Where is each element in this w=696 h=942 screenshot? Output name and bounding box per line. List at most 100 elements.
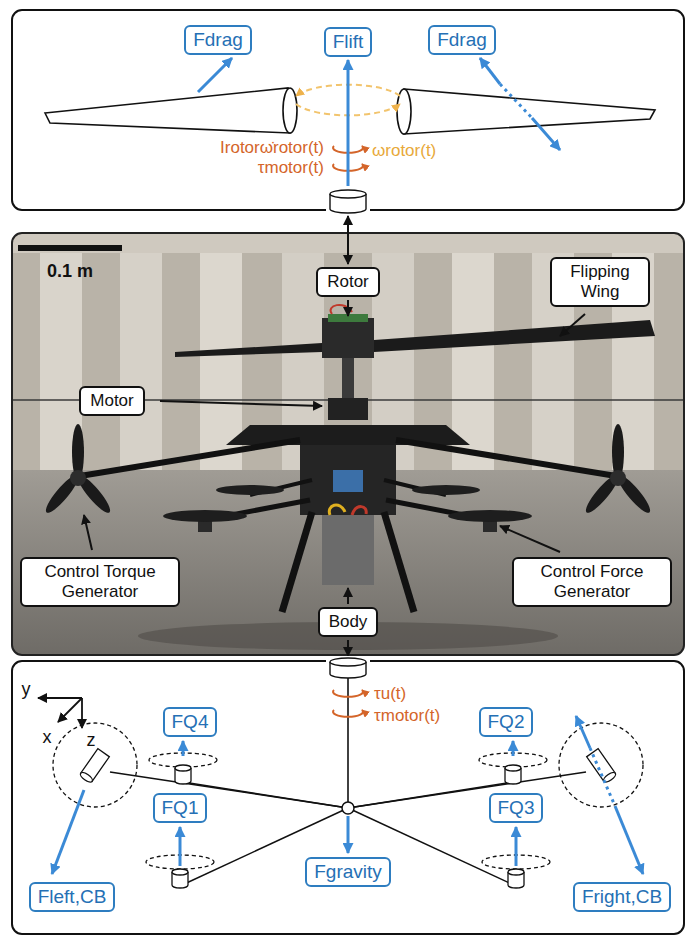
right-wing bbox=[404, 89, 655, 134]
rotor-panel bbox=[12, 10, 684, 210]
part-label: Motor bbox=[79, 386, 144, 416]
flipping-wing bbox=[175, 343, 322, 357]
node-text: Rotor bbox=[327, 272, 369, 292]
axis-arrow bbox=[38, 697, 82, 699]
node-text: Body bbox=[329, 612, 368, 632]
shaft-cylinder-top bbox=[330, 658, 366, 666]
flipping-wing bbox=[374, 320, 655, 352]
torque-motor bbox=[587, 749, 617, 784]
node-text: Fright,CB bbox=[582, 885, 662, 909]
node-text: Control Torque Generator bbox=[31, 562, 169, 603]
part-label: Body bbox=[318, 607, 379, 637]
force-label: Fdrag bbox=[428, 25, 496, 55]
frame-strut bbox=[110, 772, 348, 808]
drag-arrow bbox=[532, 118, 560, 150]
part-label: Control Force Generator bbox=[512, 557, 672, 608]
column bbox=[120, 253, 162, 473]
lift-arrow bbox=[347, 60, 350, 186]
motor-top bbox=[172, 869, 188, 875]
motor bbox=[328, 398, 368, 420]
node-text: FQ1 bbox=[162, 796, 199, 820]
motor-top bbox=[79, 771, 94, 784]
part-label: Control Torque Generator bbox=[20, 557, 180, 608]
thrust-arrow-hidden bbox=[590, 748, 615, 806]
shaft-cylinder-top bbox=[330, 190, 366, 198]
pointer-arrow bbox=[560, 314, 585, 336]
motor-top bbox=[505, 765, 521, 771]
hub bbox=[342, 802, 354, 814]
link-arrow bbox=[347, 216, 349, 264]
pointer-arrow bbox=[84, 515, 92, 550]
node-text: Motor bbox=[90, 391, 133, 411]
torque-label: τmotor(t) bbox=[374, 706, 440, 726]
arm bbox=[80, 440, 300, 476]
frame-strut bbox=[348, 772, 586, 808]
pointer-arrow bbox=[347, 300, 349, 316]
arm bbox=[396, 440, 616, 476]
torque-label: τmotor(t) bbox=[258, 158, 324, 178]
pointer-arrow bbox=[160, 401, 322, 406]
prop-disc bbox=[559, 723, 643, 807]
wire bbox=[329, 505, 345, 515]
thrust-arrow bbox=[182, 741, 185, 756]
wing-root bbox=[283, 88, 297, 133]
force-label: FQ1 bbox=[153, 793, 208, 823]
axis-label: y bbox=[22, 679, 31, 701]
torque-label: τu(t) bbox=[374, 684, 406, 704]
thrust-arrow bbox=[52, 790, 84, 874]
leg bbox=[282, 512, 312, 612]
gravity-arrow bbox=[347, 816, 350, 853]
node-text: Flipping Wing bbox=[561, 262, 639, 303]
force-label: FQ3 bbox=[489, 793, 544, 823]
motor-top bbox=[175, 765, 191, 771]
propeller bbox=[448, 510, 532, 522]
node-text: Fdrag bbox=[193, 28, 243, 52]
thrust-arrow bbox=[576, 716, 590, 748]
part-label: Rotor bbox=[316, 267, 380, 297]
node-text: FQ3 bbox=[498, 796, 535, 820]
thrust-arrow bbox=[179, 827, 182, 866]
torque-motor bbox=[79, 749, 109, 784]
axis-arrow bbox=[58, 698, 82, 722]
photo-ground bbox=[12, 233, 684, 655]
force-label: FQ4 bbox=[163, 707, 218, 737]
node-text: Fgravity bbox=[314, 860, 382, 884]
leg bbox=[384, 512, 414, 612]
sticker bbox=[333, 470, 363, 492]
force-label: Fdrag bbox=[184, 25, 252, 55]
photo-frame bbox=[12, 233, 684, 655]
drag-arrow-hidden bbox=[500, 84, 532, 118]
motor-hub bbox=[70, 470, 86, 486]
force-label: Fleft,CB bbox=[29, 882, 116, 912]
propeller bbox=[163, 510, 247, 522]
node-text: FQ4 bbox=[172, 710, 209, 734]
node-text: Fdrag bbox=[437, 28, 487, 52]
border-gap bbox=[326, 190, 370, 214]
wire bbox=[352, 507, 366, 515]
motor-hub bbox=[610, 470, 626, 486]
pointer-arrow bbox=[347, 588, 349, 604]
prop-disc bbox=[53, 723, 137, 807]
scale-label: 0.1 m bbox=[47, 261, 93, 283]
photo bbox=[12, 233, 684, 655]
motor-top bbox=[508, 869, 524, 875]
node-text: Fleft,CB bbox=[38, 885, 107, 909]
pointer-arrow bbox=[500, 526, 560, 552]
node-text: Flift bbox=[333, 30, 364, 54]
torque-spiral bbox=[333, 690, 363, 697]
battery bbox=[322, 515, 374, 585]
force-label: FQ2 bbox=[479, 707, 534, 737]
body-frame bbox=[300, 445, 396, 515]
force-label: Fgravity bbox=[305, 857, 391, 887]
left-wing bbox=[45, 88, 290, 133]
speed-label: ωrotor(t) bbox=[372, 141, 436, 161]
force-label: Flift bbox=[324, 27, 373, 57]
force-label: Fright,CB bbox=[573, 882, 671, 912]
thrust-arrow bbox=[515, 827, 518, 866]
rotor-head bbox=[322, 318, 374, 358]
torque-spiral bbox=[333, 710, 363, 717]
propeller bbox=[216, 485, 284, 495]
axis-label: z bbox=[87, 730, 96, 752]
